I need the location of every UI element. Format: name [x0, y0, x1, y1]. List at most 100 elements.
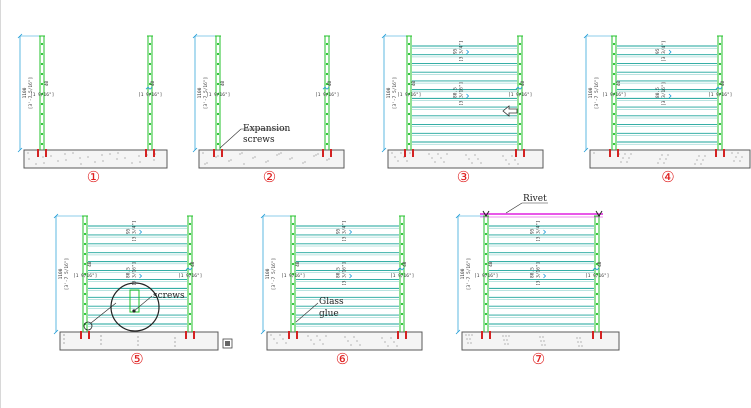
concrete-speck [511, 155, 513, 157]
anchor-bolt [592, 331, 594, 339]
post-hole [291, 282, 295, 286]
post-hole [718, 72, 722, 76]
post-hole [612, 52, 616, 56]
post-hole [400, 252, 404, 256]
leader-line [133, 295, 153, 312]
height-dimension-inch: [3'-7 5/16"] [64, 258, 70, 291]
concrete-speck [319, 339, 321, 341]
post-hole [83, 302, 87, 306]
post-hole [148, 52, 152, 56]
leader-line [90, 302, 117, 324]
gap-dimension-mm: 80.5 [336, 267, 342, 278]
post-hole [148, 72, 152, 76]
anchor-bolt [489, 331, 491, 339]
post-hole [291, 252, 295, 256]
concrete-speck [735, 156, 737, 158]
concrete-speck [100, 335, 102, 337]
post-hole [148, 82, 152, 86]
concrete-speck [43, 162, 45, 164]
concrete-speck [659, 158, 661, 160]
post-hole [612, 122, 616, 126]
post-hole [484, 232, 488, 236]
post-hole [518, 82, 522, 86]
dimension-marker [592, 267, 600, 271]
dimension-marker [397, 267, 405, 271]
post-dimension-inch: [1 9/16"] [178, 273, 202, 279]
concrete-speck [265, 161, 267, 163]
post-hole [188, 302, 192, 306]
concrete-speck [322, 343, 324, 345]
post-hole [484, 282, 488, 286]
concrete-speck [174, 341, 176, 343]
concrete-speck [446, 153, 448, 155]
post-hole [407, 62, 411, 66]
post-hole [400, 322, 404, 326]
post-dimension-inch: [1 9/16"] [602, 92, 626, 98]
rail-spacing-mm: 95 [530, 228, 536, 234]
concrete-speck [65, 159, 67, 161]
post-hole [40, 142, 44, 146]
concrete-speck [328, 158, 330, 160]
post-hole [216, 112, 220, 116]
post-hole [518, 62, 522, 66]
concrete-speck [101, 154, 103, 156]
post-dimension-inch: [1 9/16"] [73, 273, 97, 279]
gap-dimension-inch: [3 3/16"] [459, 82, 465, 106]
post-hole [612, 102, 616, 106]
concrete-speck [578, 345, 580, 347]
post-hole [188, 312, 192, 316]
concrete-speck [384, 341, 386, 343]
post-hole [484, 312, 488, 316]
concrete-speck [702, 159, 704, 161]
rail-spacing-inch: [3 3/4"] [661, 40, 667, 62]
step-number: ⑥ [336, 350, 349, 368]
dimension-tick [260, 213, 266, 219]
post-hole [188, 232, 192, 236]
post-hole [325, 62, 329, 66]
step-number: ① [87, 168, 100, 186]
post-hole [484, 272, 488, 276]
concrete-speck [252, 157, 254, 159]
post-hole [148, 42, 152, 46]
post-hole [407, 132, 411, 136]
post-hole [40, 92, 44, 96]
concrete-speck [28, 158, 30, 160]
post-hole [325, 102, 329, 106]
concrete-speck [280, 152, 282, 154]
concrete-speck [254, 156, 256, 158]
concrete-speck [276, 154, 278, 156]
concrete-speck [27, 152, 29, 154]
post-hole [83, 282, 87, 286]
dimension-marker [145, 86, 153, 90]
dimension-marker [715, 86, 723, 90]
dimension-tick [381, 147, 387, 153]
post-hole [216, 42, 220, 46]
post-dimension-inch: [1 9/16"] [315, 92, 339, 98]
post-hole [595, 292, 599, 296]
concrete-speck [577, 341, 579, 343]
height-dimension-mm: 1100 [197, 87, 203, 98]
anchor-bolt [481, 331, 483, 339]
anchor-bolt [515, 149, 517, 157]
concrete-speck [467, 342, 469, 344]
post-hole [40, 42, 44, 46]
dimension-tick [53, 329, 59, 335]
post-hole [291, 272, 295, 276]
concrete-speck [661, 154, 663, 156]
concrete-speck [544, 344, 546, 346]
post-hole [718, 112, 722, 116]
dimension-tick [17, 147, 23, 153]
glass-glue-label-line2: glue [319, 309, 339, 319]
dimension-marker [543, 229, 547, 279]
step-number: ⑦ [532, 350, 545, 368]
concrete-speck [469, 338, 471, 340]
dimension-marker [466, 49, 470, 99]
post-dimension-mm: 40 [402, 261, 408, 267]
post-hole [148, 62, 152, 66]
post-hole [83, 232, 87, 236]
concrete-speck [579, 337, 581, 339]
post-hole [188, 222, 192, 226]
post-dimension-inch: [1 9/16"] [138, 92, 162, 98]
post-hole [612, 132, 616, 136]
